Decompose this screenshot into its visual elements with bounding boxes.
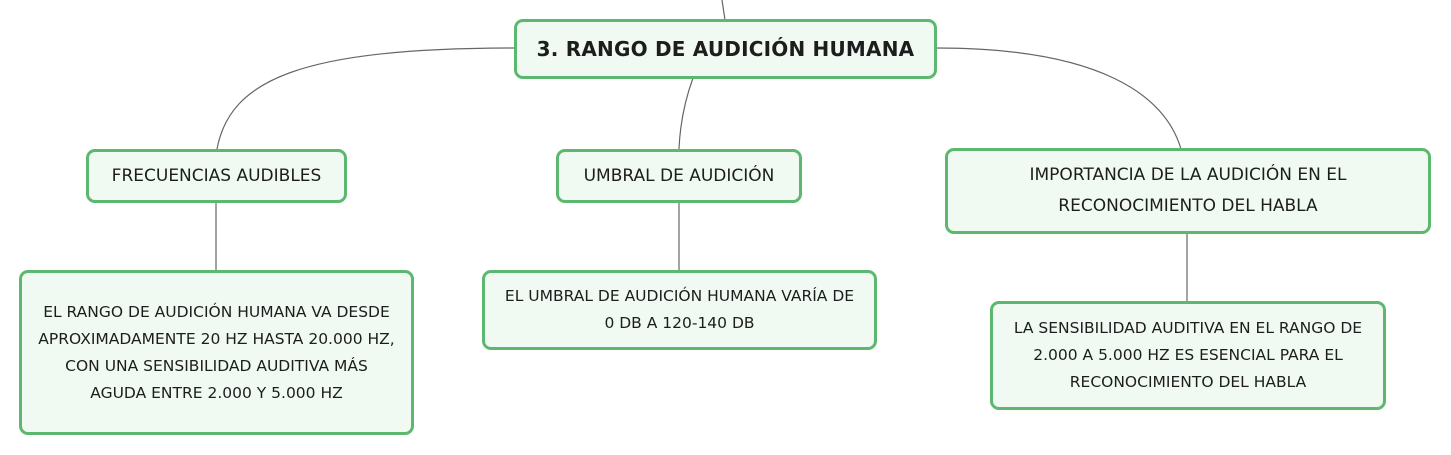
connector-root-to-frecuencias [216, 47, 516, 150]
detail-node-frecuencias-audibles[interactable]: EL RANGO DE AUDICIÓN HUMANA VA DESDE APR… [19, 270, 414, 435]
topic-label: IMPORTANCIA DE LA AUDICIÓN EN EL RECONOC… [1030, 160, 1347, 222]
detail-node-importancia-audicion[interactable]: LA SENSIBILIDAD AUDITIVA EN EL RANGO DE … [990, 301, 1386, 410]
detail-text: EL RANGO DE AUDICIÓN HUMANA VA DESDE APR… [38, 299, 394, 407]
detail-line: EL UMBRAL DE AUDICIÓN HUMANA VARÍA DE [504, 287, 855, 305]
detail-text: EL UMBRAL DE AUDICIÓN HUMANA VARÍA DE 0 … [505, 283, 854, 337]
detail-text: LA SENSIBILIDAD AUDITIVA EN EL RANGO DE … [1014, 315, 1362, 396]
detail-line: AGUDA ENTRE 2.000 Y 5.000 HZ [90, 383, 343, 402]
detail-line: RECONOCIMIENTO DEL HABLA [1069, 373, 1307, 391]
root-node-label: 3. RANGO DE AUDICIÓN HUMANA [536, 37, 915, 61]
topic-label: FRECUENCIAS AUDIBLES [111, 165, 322, 186]
topic-node-frecuencias-audibles[interactable]: FRECUENCIAS AUDIBLES [86, 149, 347, 203]
topic-label: UMBRAL DE AUDICIÓN [583, 165, 775, 186]
detail-line: 2.000 A 5.000 HZ ES ESENCIAL PARA EL [1033, 346, 1343, 364]
connector-root-to-importancia [935, 47, 1182, 150]
detail-line: EL RANGO DE AUDICIÓN HUMANA VA DESDE [43, 302, 390, 321]
detail-line: 0 DB A 120-140 DB [604, 314, 755, 332]
topic-node-importancia-audicion[interactable]: IMPORTANCIA DE LA AUDICIÓN EN EL RECONOC… [945, 148, 1431, 234]
connector-root-to-umbral [678, 77, 694, 150]
detail-node-umbral-de-audicion[interactable]: EL UMBRAL DE AUDICIÓN HUMANA VARÍA DE 0 … [482, 270, 877, 350]
detail-line: LA SENSIBILIDAD AUDITIVA EN EL RANGO DE [1013, 319, 1363, 337]
topic-node-umbral-de-audicion[interactable]: UMBRAL DE AUDICIÓN [556, 149, 802, 203]
root-node[interactable]: 3. RANGO DE AUDICIÓN HUMANA [514, 19, 937, 79]
detail-line: CON UNA SENSIBILIDAD AUDITIVA MÁS [65, 356, 368, 375]
topic-label-line: IMPORTANCIA DE LA AUDICIÓN EN EL [1029, 165, 1347, 185]
detail-line: APROXIMADAMENTE 20 HZ HASTA 20.000 HZ, [38, 329, 395, 348]
connector-from-parent [721, 0, 726, 21]
topic-label-line: RECONOCIMIENTO DEL HABLA [1058, 196, 1318, 216]
